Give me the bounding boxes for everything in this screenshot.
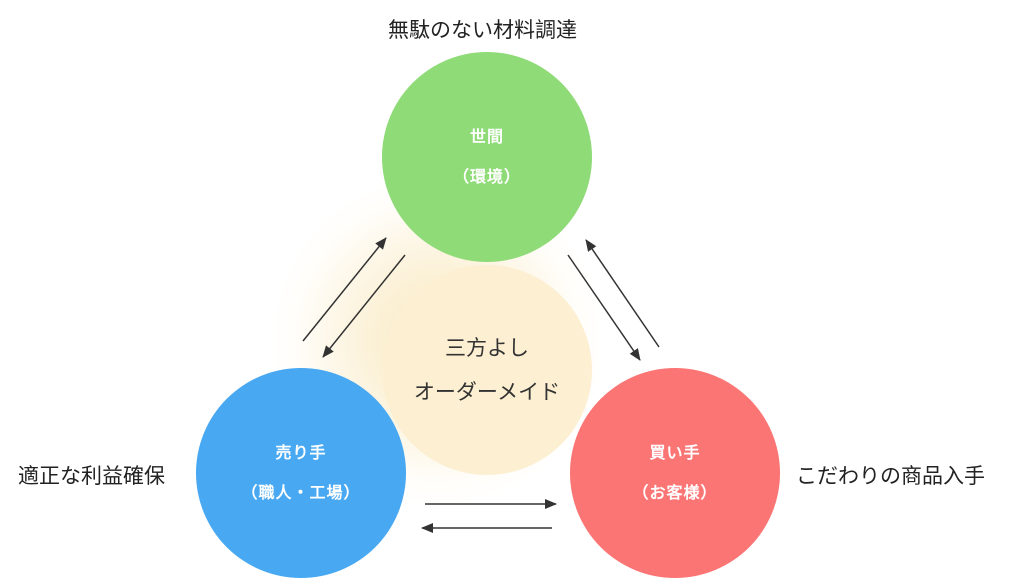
right-caption: こだわりの商品入手 — [796, 464, 985, 488]
buyer-circle: 買い手 （お客様） — [570, 368, 780, 578]
left-caption: 適正な利益確保 — [18, 464, 165, 488]
arrow-world-to-buyer — [567, 254, 641, 361]
seller-title: 売り手 — [275, 443, 327, 462]
top-caption: 無駄のない材料調達 — [388, 18, 577, 42]
center-circle: 三方よし オーダーメイド — [382, 265, 592, 475]
seller-subtitle: （職人・工場） — [241, 483, 361, 502]
buyer-subtitle: （お客様） — [632, 483, 718, 502]
arrow-world-to-seller — [322, 254, 406, 358]
world-title: 世間 — [469, 127, 504, 146]
center-line2: オーダーメイド — [413, 380, 561, 404]
arrow-buyer-to-world — [585, 239, 660, 348]
seller-circle: 売り手 （職人・工場） — [196, 368, 406, 578]
buyer-title: 買い手 — [649, 443, 701, 462]
arrow-seller-to-world — [302, 237, 387, 342]
center-line1: 三方よし — [445, 336, 529, 360]
world-subtitle: （環境） — [452, 167, 521, 186]
world-circle: 世間 （環境） — [382, 52, 592, 262]
